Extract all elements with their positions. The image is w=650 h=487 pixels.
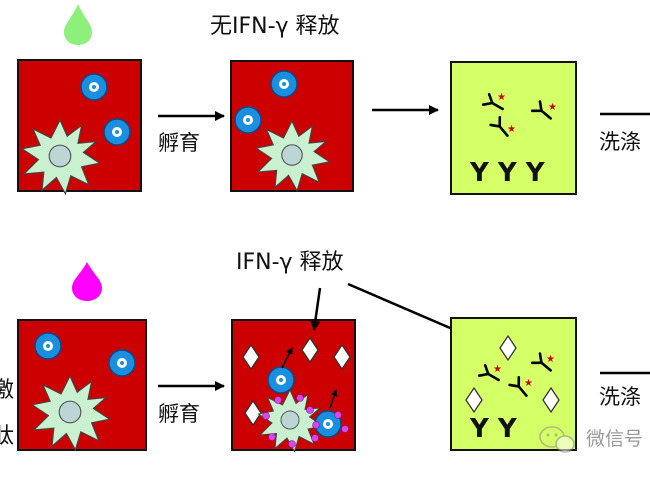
svg-text:★: ★ (524, 378, 533, 389)
svg-text:★: ★ (548, 102, 557, 113)
well-top-3: ★ ★ ★ (450, 61, 577, 195)
label-wash-bottom: 洗涤 (599, 385, 641, 409)
t-cell-icon (108, 349, 136, 377)
t-cell-icon (80, 73, 108, 101)
well-bottom-2 (231, 319, 356, 452)
label-no-ifn-release: 无IFN-γ 释放 (210, 14, 340, 39)
t-cell-icon (103, 118, 131, 146)
magenta-reagent-drop (72, 262, 102, 301)
label-wash-top: 洗涤 (599, 130, 641, 154)
watermark-text: 微信号 (586, 428, 644, 450)
green-reagent-drop (64, 4, 92, 45)
left-edge-text-2: 肽 (0, 424, 15, 449)
well-bottom-1 (17, 319, 147, 451)
svg-text:★: ★ (546, 354, 555, 365)
t-cell-icon (34, 332, 62, 360)
arrow-ifn-to-well (310, 287, 322, 331)
svg-text:★: ★ (497, 92, 506, 103)
t-cell-icon (270, 70, 298, 98)
well-top-2 (230, 60, 354, 192)
label-incubate-bottom: 孵育 (158, 402, 200, 426)
label-ifn-release: IFN-γ 释放 (236, 250, 344, 275)
antibody-row-top: Y Y Y (470, 160, 545, 188)
well-top-1 (17, 59, 142, 195)
svg-text:★: ★ (507, 124, 516, 135)
svg-text:★: ★ (493, 364, 502, 375)
label-incubate-top: 孵育 (158, 131, 200, 155)
antibody-row-bottom: Y Y (470, 416, 517, 444)
left-edge-text-1: 激 (0, 378, 15, 403)
t-cell-icon (267, 366, 295, 394)
wechat-icon (539, 426, 575, 453)
cytokine-dots (262, 394, 349, 448)
t-cell-icon (234, 106, 262, 134)
